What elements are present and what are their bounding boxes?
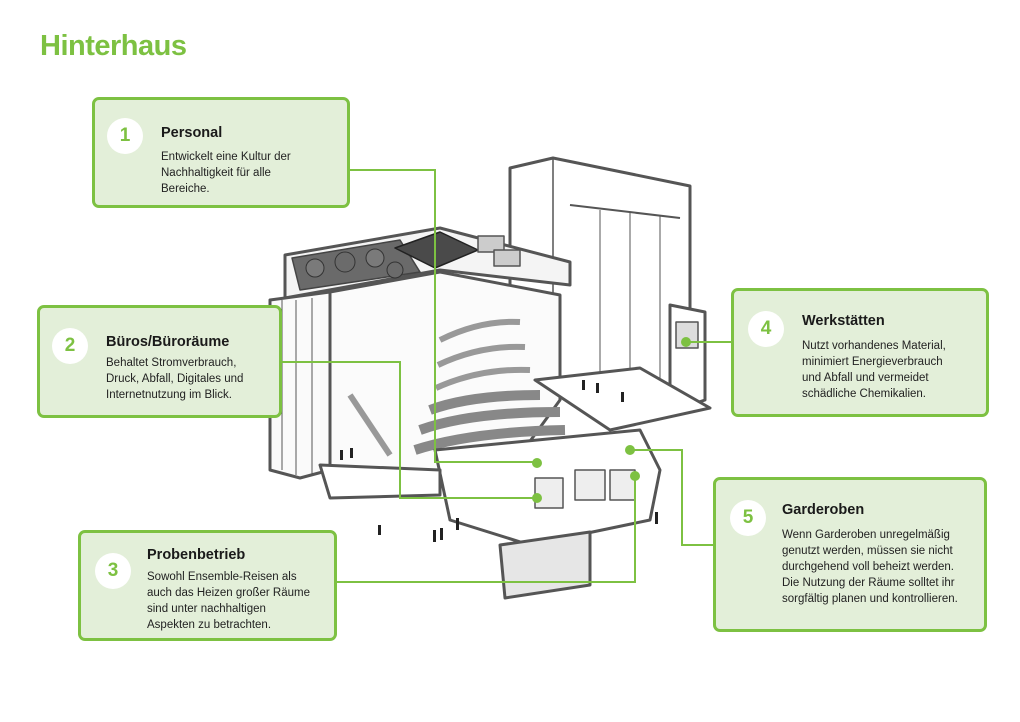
callout-title: Garderoben (782, 502, 865, 518)
callout-body-line: Wenn Garderoben unregelmäßig (782, 529, 950, 541)
callout-title: Probenbetrieb (147, 547, 246, 563)
connector-dot-4 (681, 337, 691, 347)
callout-title: Büros/Büroräume (106, 334, 230, 350)
callout-body-line: Internetnutzung im Blick. (106, 389, 232, 401)
callout-body-line: sorgfältig planen und kontrollieren. (782, 593, 958, 605)
connector-3 (337, 478, 636, 583)
callout-personal: 1 Personal Entwickelt eine Kultur der Na… (92, 97, 350, 208)
callout-body-line: minimiert Energieverbrauch (802, 356, 943, 368)
seating-tier (428, 390, 541, 415)
callout-title: Personal (161, 125, 223, 141)
balcony (434, 366, 531, 391)
callout-body-line: Die Nutzung der Räume solltet ihr (782, 577, 955, 589)
connector-dot-3 (630, 471, 640, 481)
callout-body: Nutzt vorhandenes Material, minimiert En… (802, 338, 946, 402)
callout-body-line: auch das Heizen großer Räume (147, 587, 310, 599)
callout-werkstaetten: 4 Werkstätten Nutzt vorhandenes Material… (731, 288, 989, 417)
callout-body-line: Entwickelt eine Kultur der (161, 151, 291, 163)
callout-body-line: Behaltet Stromverbrauch, (106, 357, 237, 369)
connector-1 (350, 169, 535, 463)
callout-number: 2 (52, 328, 88, 364)
seating-tier (418, 407, 561, 435)
ac-unit (477, 235, 505, 253)
callout-number: 5 (730, 500, 766, 536)
seating-tier (413, 425, 566, 455)
callout-garderoben: 5 Garderoben Wenn Garderoben unregelmäßi… (713, 477, 987, 632)
ac-unit (493, 249, 521, 267)
callout-body-line: Sowohl Ensemble-Reisen als (147, 571, 297, 583)
basement-block (498, 530, 592, 600)
connector-dot-2 (532, 493, 542, 503)
connector-dot-5 (625, 445, 635, 455)
callout-body-line: genutzt werden, müssen sie nicht (782, 545, 953, 557)
callout-body-line: Druck, Abfall, Digitales und (106, 373, 244, 385)
callout-body: Sowohl Ensemble-Reisen als auch das Heiz… (147, 569, 310, 633)
connector-5 (632, 449, 714, 546)
callout-body-line: schädliche Chemikalien. (802, 388, 927, 400)
callout-body-line: Aspekten zu betrachten. (147, 619, 272, 631)
building-structure (268, 156, 712, 600)
roof-garden (291, 239, 421, 291)
callout-title: Werkstätten (802, 313, 885, 329)
connector-lines (282, 169, 734, 583)
connector-2 (282, 361, 535, 499)
balcony (438, 318, 521, 343)
office-wing (268, 290, 332, 480)
callout-body-line: Bereiche. (161, 183, 210, 195)
callout-body: Entwickelt eine Kultur der Nachhaltigkei… (161, 149, 291, 197)
callout-body-line: und Abfall und vermeidet (802, 372, 929, 384)
callout-number: 4 (748, 311, 784, 347)
connector-dots (532, 337, 691, 503)
callout-number: 1 (107, 118, 143, 154)
callout-body: Wenn Garderoben unregelmäßig genutzt wer… (782, 527, 958, 607)
page-title: Hinterhaus (40, 30, 187, 62)
plinth (318, 463, 442, 500)
people (340, 380, 658, 542)
callout-probenbetrieb: 3 Probenbetrieb Sowohl Ensemble-Reisen a… (78, 530, 337, 641)
callout-body-line: sind unter nachhaltigen (147, 603, 266, 615)
staircase (347, 393, 393, 457)
callout-bueros: 2 Büros/Büroräume Behaltet Stromverbrauc… (37, 305, 282, 418)
callout-number: 3 (95, 553, 131, 589)
callout-body: Behaltet Stromverbrauch, Druck, Abfall, … (106, 355, 243, 403)
callout-body-line: durchgehend voll beheizt werden. (782, 561, 954, 573)
balcony (436, 343, 526, 368)
connector-dot-1 (532, 458, 542, 468)
callout-body-line: Nachhaltigkeit für alle (161, 167, 271, 179)
callout-body-line: Nutzt vorhandenes Material, (802, 340, 946, 352)
